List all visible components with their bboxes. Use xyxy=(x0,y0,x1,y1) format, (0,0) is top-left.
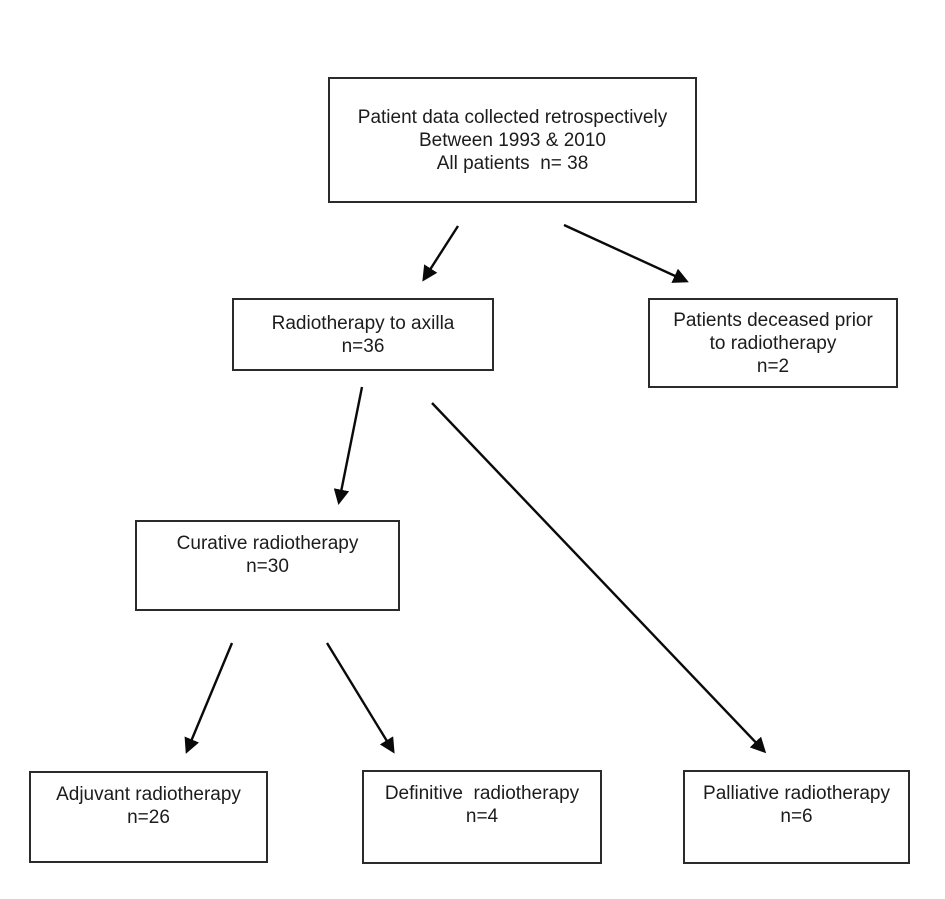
node-definitive-radiotherapy-count: n=4 xyxy=(465,806,499,827)
arrow-curative-to-adjuvant xyxy=(184,642,234,754)
arrow-curative-to-definitive xyxy=(325,642,395,754)
node-adjuvant-radiotherapy-count: n=26 xyxy=(127,807,170,828)
arrow-axilla-to-palliative xyxy=(431,402,767,754)
node-palliative-radiotherapy-label: Palliative radiotherapy xyxy=(703,783,890,804)
node-curative-radiotherapy-count: n=30 xyxy=(246,556,289,577)
arrow-axilla-to-curative xyxy=(333,386,364,506)
node-definitive-radiotherapy-label: Definitive radiotherapy xyxy=(384,783,580,804)
node-all-patients-line1: Patient data collected retrospectively xyxy=(357,106,668,128)
node-adjuvant-radiotherapy: Adjuvant radiotherapy n=26 xyxy=(29,771,268,863)
node-adjuvant-radiotherapy-label: Adjuvant radiotherapy xyxy=(56,784,241,805)
node-all-patients: Patient data collected retrospectively B… xyxy=(328,77,697,203)
node-definitive-radiotherapy: Definitive radiotherapy n=4 xyxy=(362,770,602,864)
node-curative-radiotherapy: Curative radiotherapy n=30 xyxy=(135,520,400,611)
node-radiotherapy-to-axilla-label: Radiotherapy to axilla xyxy=(271,312,455,334)
node-radiotherapy-to-axilla-count: n=36 xyxy=(341,335,385,357)
node-patients-deceased-line2: to radiotherapy xyxy=(709,332,837,354)
node-all-patients-count: All patients n= 38 xyxy=(436,152,589,174)
arrow-root-to-axilla xyxy=(422,225,460,282)
node-curative-radiotherapy-label: Curative radiotherapy xyxy=(176,533,359,554)
node-all-patients-line2: Between 1993 & 2010 xyxy=(419,129,606,151)
node-patients-deceased-count: n=2 xyxy=(756,355,790,377)
node-patients-deceased-line1: Patients deceased prior xyxy=(673,309,873,331)
node-palliative-radiotherapy-count: n=6 xyxy=(780,806,813,827)
node-radiotherapy-to-axilla: Radiotherapy to axilla n=36 xyxy=(232,298,494,371)
node-palliative-radiotherapy: Palliative radiotherapy n=6 xyxy=(683,770,910,864)
arrow-root-to-deceased xyxy=(563,223,689,283)
node-patients-deceased: Patients deceased prior to radiotherapy … xyxy=(648,298,898,388)
